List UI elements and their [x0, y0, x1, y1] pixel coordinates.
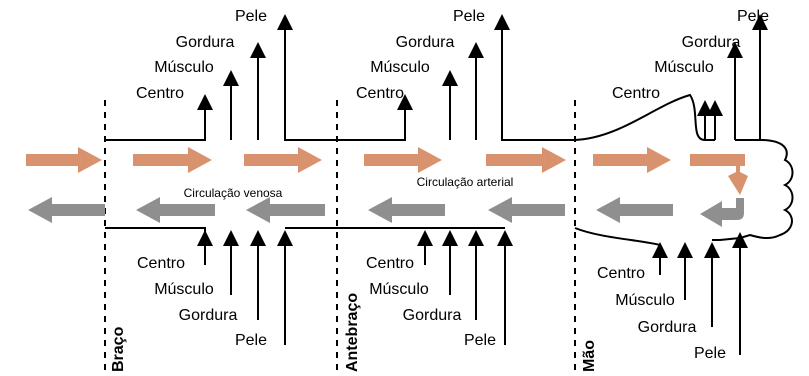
- label-top-braco-center: Centro: [136, 85, 184, 102]
- label-bottom-mao-muscle: Músculo: [615, 292, 675, 309]
- region-label-mao: Mão: [581, 340, 598, 372]
- label-top-mao-muscle: Músculo: [654, 59, 714, 76]
- limb-outline-bottom: [105, 227, 661, 252]
- label-top-mao-skin: Pele: [737, 8, 769, 25]
- venous-arrow-3: [246, 197, 325, 223]
- arterial-arrow-3: [244, 147, 322, 173]
- arterial-arrows: [26, 147, 748, 195]
- label-bottom-braco-skin: Pele: [235, 332, 267, 349]
- label-top-mao-fat: Gordura: [682, 34, 741, 51]
- label-bottom-braco-center: Centro: [137, 255, 185, 272]
- label-top-antebraco-skin: Pele: [453, 8, 485, 25]
- arterial-arrow-1: [26, 147, 102, 173]
- label-bottom-braco-muscle: Músculo: [154, 281, 214, 298]
- label-bottom-braco-fat: Gordura: [179, 307, 238, 324]
- venous-arrow-1: [28, 197, 105, 223]
- limb-outline-top: [105, 25, 706, 141]
- label-top-antebraco-muscle: Músculo: [370, 59, 430, 76]
- label-bottom-antebraco-center: Centro: [366, 255, 414, 272]
- arterial-arrow-5: [486, 147, 566, 173]
- arterial-flow-label: Circulação arterial: [417, 175, 514, 189]
- arterial-arrow-2: [133, 147, 212, 173]
- label-top-braco-fat: Gordura: [176, 34, 235, 51]
- venous-flow-label: Circulação venosa: [184, 186, 283, 200]
- label-top-braco-skin: Pele: [235, 8, 267, 25]
- arterial-arrow-turn: [690, 154, 748, 195]
- label-bottom-antebraco-fat: Gordura: [403, 307, 462, 324]
- label-top-mao-center: Centro: [612, 85, 660, 102]
- label-bottom-mao-center: Centro: [597, 265, 645, 282]
- venous-arrow-6: [596, 197, 673, 223]
- arterial-arrow-4: [364, 147, 442, 173]
- hand-outline: [705, 100, 794, 241]
- label-bottom-antebraco-muscle: Músculo: [369, 281, 429, 298]
- label-bottom-antebraco-skin: Pele: [464, 332, 496, 349]
- venous-arrows: [28, 197, 744, 227]
- arterial-arrow-6: [593, 147, 671, 173]
- label-top-antebraco-center: Centro: [356, 85, 404, 102]
- venous-arrow-2: [136, 197, 215, 223]
- label-bottom-mao-fat: Gordura: [638, 319, 697, 336]
- region-label-braco: Braço: [110, 326, 127, 372]
- label-top-antebraco-fat: Gordura: [396, 34, 455, 51]
- label-bottom-mao-skin: Pele: [694, 345, 726, 362]
- venous-arrow-5: [488, 197, 565, 223]
- region-label-antebraco: Antebraço: [344, 293, 361, 372]
- venous-arrow-turn: [700, 198, 744, 227]
- venous-arrow-4: [368, 197, 445, 223]
- label-top-braco-muscle: Músculo: [154, 59, 214, 76]
